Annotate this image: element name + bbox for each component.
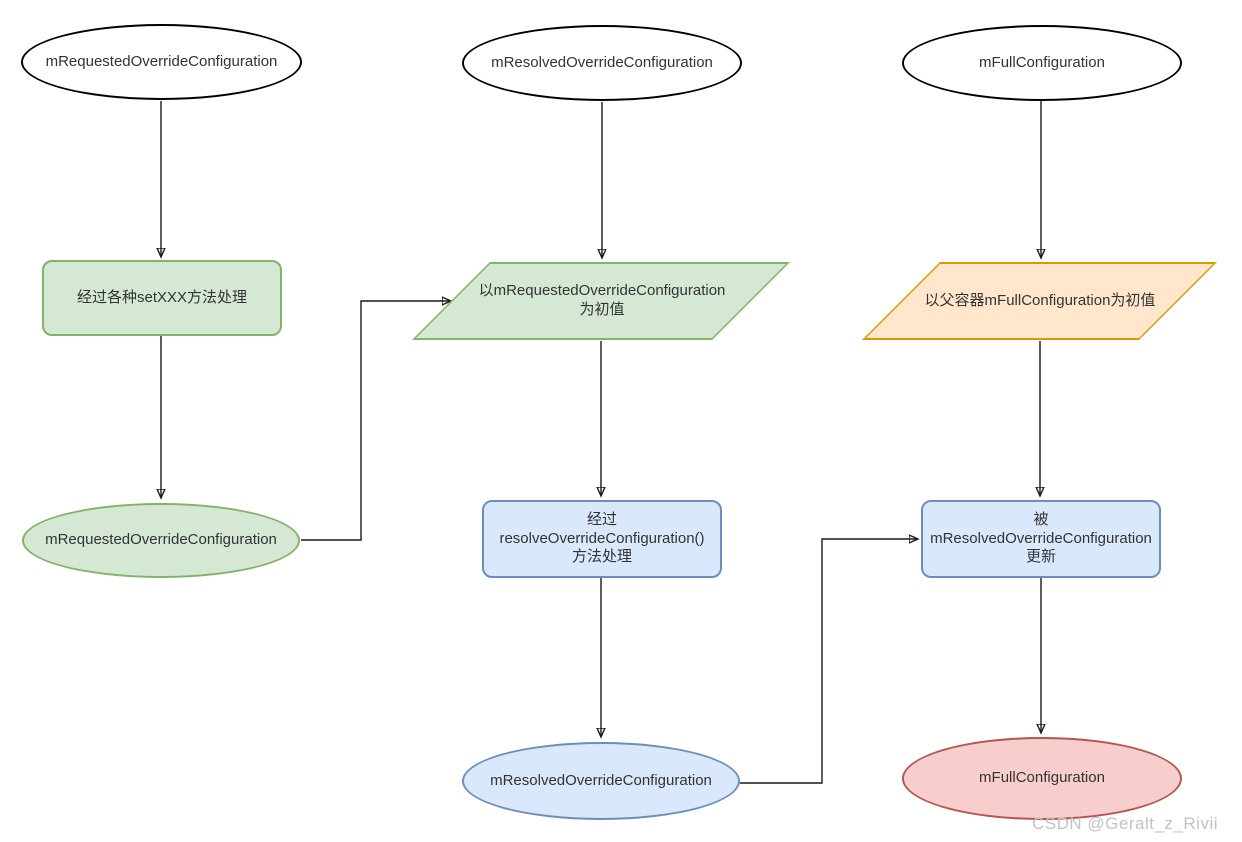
node-init-resolved-label: 以mRequestedOverrideConfiguration 为初值 <box>478 282 726 318</box>
node-state-mresolvedoverrideconfiguration: mResolvedOverrideConfiguration <box>462 742 740 820</box>
node-process-setxxx: 经过各种setXXX方法处理 <box>42 260 282 336</box>
connector-state-requested-to-init-resolved <box>301 301 451 541</box>
node-start-mresolvedoverrideconfiguration: mResolvedOverrideConfiguration <box>462 25 742 101</box>
node-process-resolveoverrideconfiguration: 经过 resolveOverrideConfiguration() 方法处理 <box>482 500 722 578</box>
node-process-updated-by-resolved: 被 mResolvedOverrideConfiguration 更新 <box>921 500 1161 578</box>
node-start-mfullconfiguration: mFullConfiguration <box>902 25 1182 101</box>
node-start-mrequestedoverrideconfiguration: mRequestedOverrideConfiguration <box>21 24 302 100</box>
csdn-watermark: CSDN @Geralt_z_Rivii <box>1032 814 1218 833</box>
node-state-mrequestedoverrideconfiguration: mRequestedOverrideConfiguration <box>22 503 300 578</box>
node-init-full-label: 以父容器mFullConfiguration为初值 <box>924 291 1156 309</box>
node-state-mfullconfiguration: mFullConfiguration <box>902 737 1182 820</box>
connector-state-resolved-to-process-update <box>740 539 918 784</box>
